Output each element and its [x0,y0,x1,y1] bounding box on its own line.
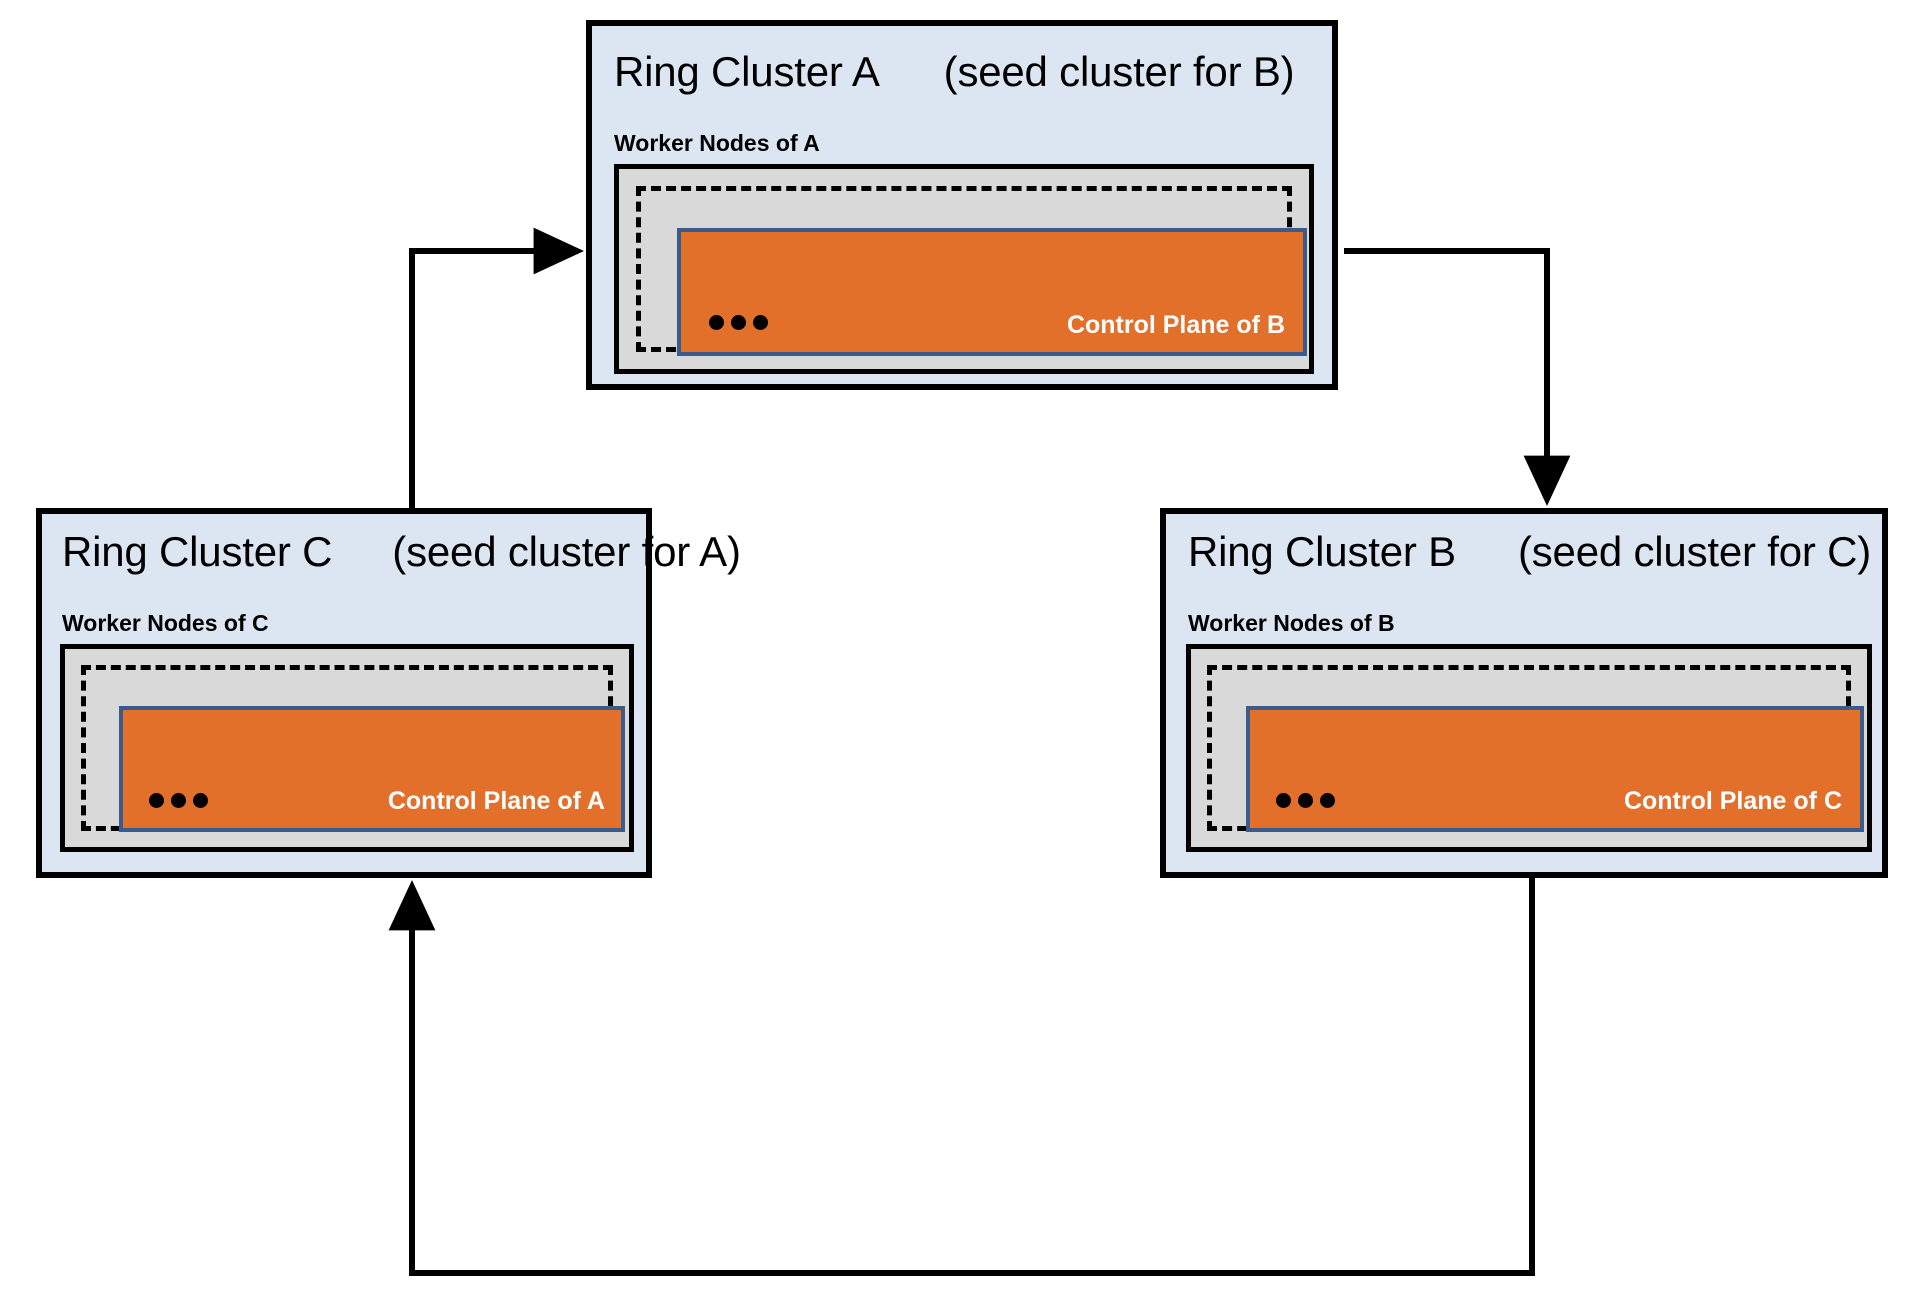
cluster-ring-cluster-a[interactable]: Ring Cluster A (seed cluster for B) Worke… [586,20,1338,390]
cluster-c-control-plane-label: Control Plane of A [387,787,605,815]
cluster-b-worker-nodes-box: Control Plane of C [1186,644,1872,852]
cluster-ring-cluster-b[interactable]: Ring Cluster B (seed cluster for C) Worke… [1160,508,1888,878]
cluster-ring-cluster-c[interactable]: Ring Cluster C (seed cluster for A) Worke… [36,508,741,878]
cluster-c-ellipsis-icon [149,793,215,808]
cluster-b-worker-label: Worker Nodes of B [1188,610,1395,636]
cluster-c-title-main: Ring Cluster C [62,528,333,575]
arrow-a-to-b [1344,248,1571,506]
arrow-b-to-c [388,878,1535,1276]
cluster-a-control-plane-box[interactable]: Control Plane of B [677,228,1307,356]
cluster-c-worker-label: Worker Nodes of C [62,610,269,636]
cluster-b-seed-note: (seed cluster for C) [1517,528,1872,575]
cluster-a-namespace-boundary: Control Plane of B [636,186,1307,356]
cluster-a-seed-note: (seed cluster for B) [943,48,1295,95]
cluster-b-control-plane-label: Control Plane of C [1623,787,1842,815]
cluster-a-title-main: Ring Cluster A [614,48,880,95]
cluster-a-worker-nodes-box: Control Plane of B [614,164,1314,374]
cluster-a-title: Ring Cluster A (seed cluster for B) [614,48,1295,96]
cluster-b-ellipsis-icon [1276,793,1342,808]
cluster-b-title-main: Ring Cluster B [1188,528,1456,575]
cluster-c-worker-nodes-box: Control Plane of A [60,644,634,852]
cluster-a-worker-label: Worker Nodes of A [614,130,820,156]
arrow-c-to-a [409,227,584,508]
cluster-c-namespace-boundary: Control Plane of A [81,665,625,832]
cluster-a-ellipsis-icon [709,315,775,330]
cluster-b-control-plane-box[interactable]: Control Plane of C [1246,706,1864,832]
cluster-c-title: Ring Cluster C (seed cluster for A) [62,528,741,576]
cluster-a-control-plane-label: Control Plane of B [1066,311,1285,339]
cluster-b-namespace-boundary: Control Plane of C [1207,665,1864,832]
cluster-c-seed-note: (seed cluster for A) [392,528,741,575]
cluster-b-title: Ring Cluster B (seed cluster for C) [1188,528,1871,576]
cluster-c-control-plane-box[interactable]: Control Plane of A [119,706,625,832]
